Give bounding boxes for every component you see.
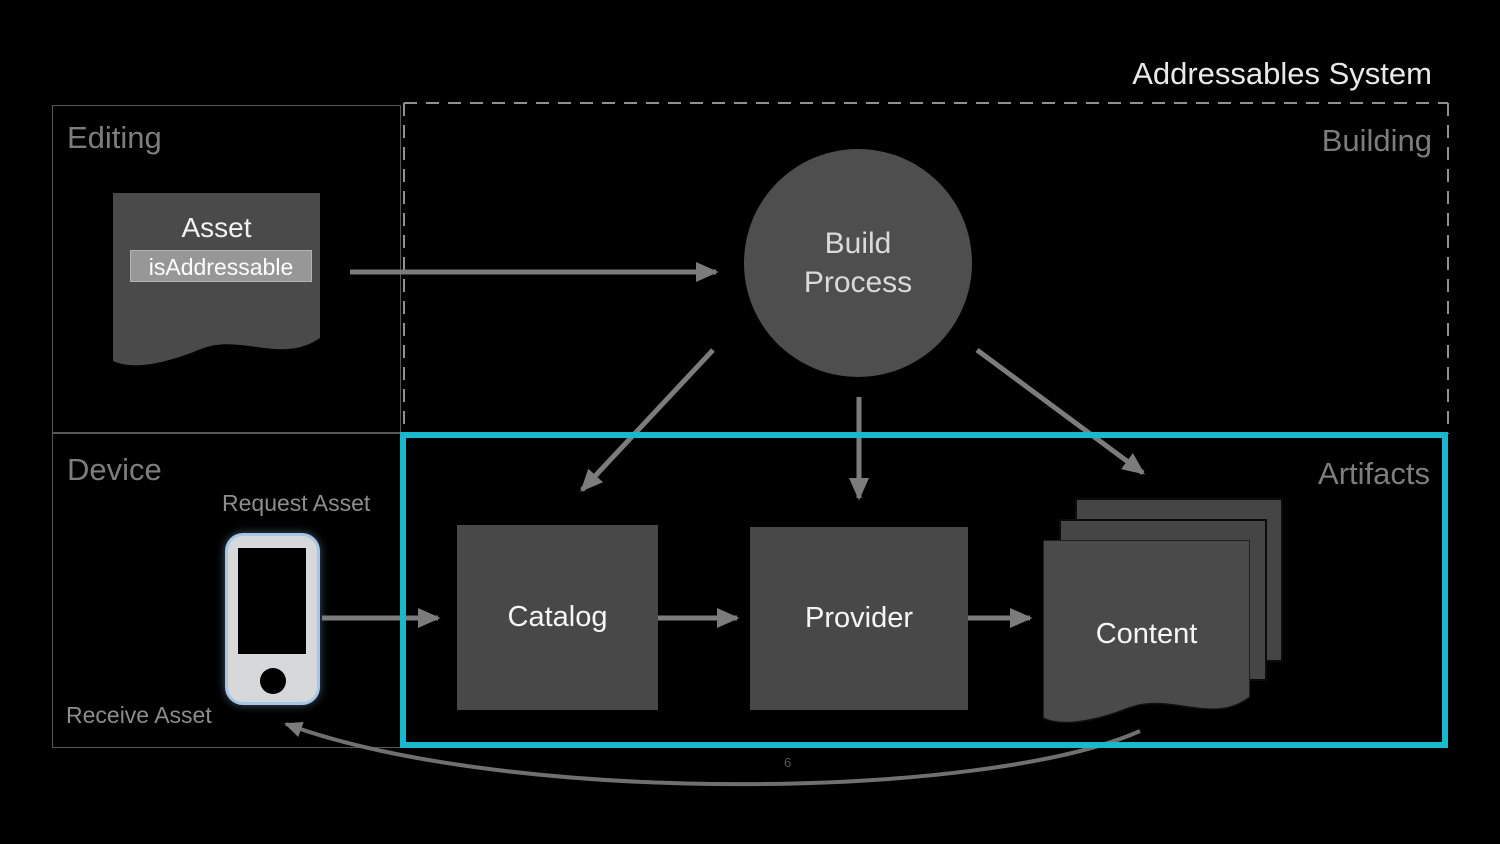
content-document-icon (1043, 540, 1250, 724)
section-label-building: Building (1321, 123, 1432, 158)
page-title: Addressables System (1132, 56, 1432, 91)
build-process-node: Build Process (744, 149, 972, 377)
section-label-artifacts: Artifacts (1318, 456, 1430, 491)
asset-node-label: Asset (181, 212, 252, 243)
content-label: Content (1095, 618, 1198, 650)
provider-node: Provider (750, 527, 968, 710)
arrow-content-to-phone (284, 721, 1141, 787)
request-asset-label: Request Asset (222, 490, 371, 516)
arrow-build-to-content (975, 347, 1146, 476)
smartphone-screen (238, 548, 306, 654)
section-label-editing: Editing (67, 120, 162, 155)
asset-isaddressable-flag: isAddressable (130, 250, 312, 282)
page-number: 6 (784, 755, 792, 770)
arrow-build-to-catalog (580, 348, 715, 492)
receive-asset-label: Receive Asset (66, 702, 212, 728)
build-process-label: Build Process (803, 227, 913, 299)
smartphone-home-button (259, 668, 286, 694)
editing-region-frame (52, 105, 401, 433)
building-dashed-border (403, 102, 1449, 434)
smartphone-icon (225, 533, 320, 705)
provider-label: Provider (805, 602, 913, 634)
section-label-device: Device (67, 452, 162, 487)
catalog-node: Catalog (457, 525, 658, 710)
artifacts-region-frame (400, 432, 1448, 748)
catalog-label: Catalog (507, 601, 608, 633)
